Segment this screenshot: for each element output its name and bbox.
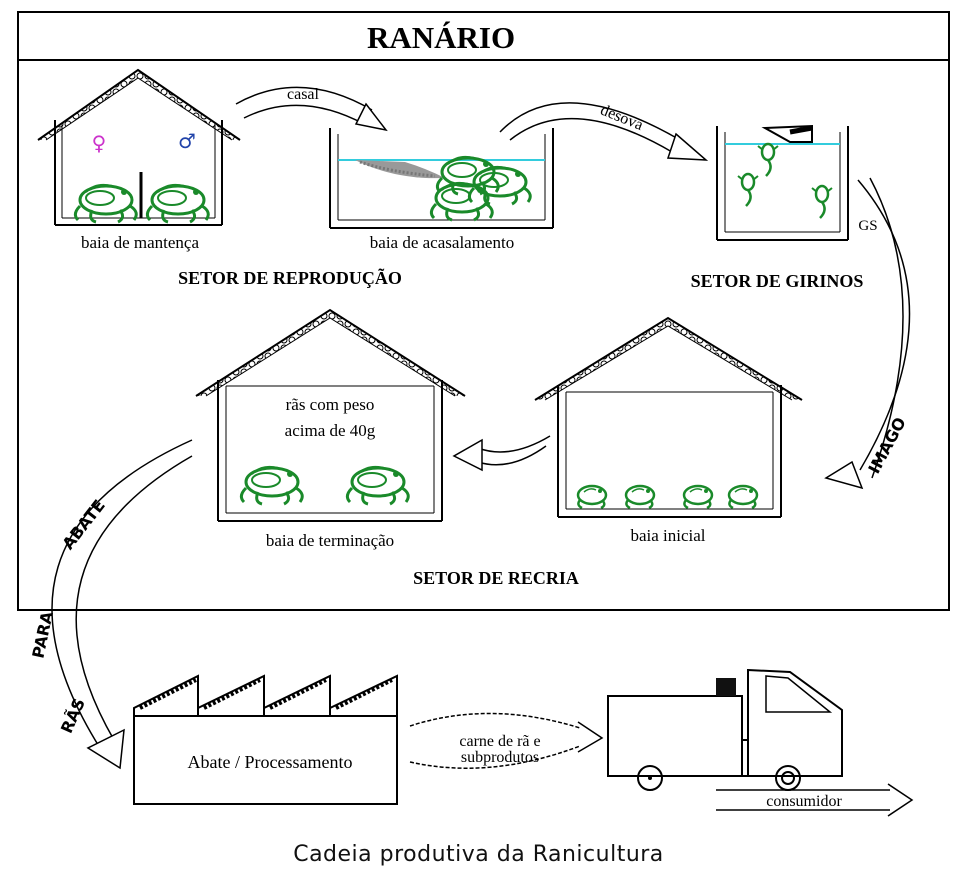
label-setor-girinos: SETOR DE GIRINOS [691,271,864,291]
male-symbol: ♂ [178,129,196,153]
tadpole-1 [756,142,780,178]
label-terminacao-note-2: acima de 40g [285,421,376,440]
arrow-label-para: PARA [28,609,57,660]
frog-inicial-1 [576,484,608,510]
label-setor-reproducao: SETOR DE REPRODUÇÃO [178,267,402,288]
arrow-abate-para-ras [51,439,193,770]
arrow-label-consumidor: consumidor [766,793,842,810]
figure-caption: Cadeia produtiva da Ranicultura [293,842,664,867]
label-gs: GS [858,218,877,234]
truck [607,668,843,791]
house-terminacao [195,308,466,522]
frog-male [145,183,210,224]
label-setor-recria: SETOR DE RECRIA [413,568,579,588]
arrow-casal [235,86,388,132]
arrow-label-imago: IMAGO [864,414,909,477]
tank-girinos [716,124,849,241]
frog-female [73,183,138,224]
arrow-label-casal: casal [287,86,320,103]
diagram-title: RANÁRIO [367,20,515,55]
house-mantenca [37,68,241,226]
arrow-consumidor [716,783,914,817]
label-baia-terminacao: baia de terminação [266,531,394,550]
arrow-inicial-terminacao [452,435,551,472]
tadpole-3 [810,184,834,220]
frog-terminacao-2 [345,465,410,506]
house-inicial [534,316,803,518]
frog-inicial-4 [727,484,759,510]
arrow-desova [499,102,709,161]
arrow-label-abate: ABATE [58,496,108,553]
label-baia-acasalamento: baia de acasalamento [370,233,514,252]
arrow-label-carne-1: carne de rã e [459,733,540,750]
factory-abate [133,674,398,805]
frog-terminacao-1 [239,465,304,506]
ranario-frame [17,11,950,611]
frog-inicial-3 [682,484,714,510]
frog-couple-3 [429,181,494,222]
label-terminacao-note-1: rãs com peso [286,395,375,414]
arrow-label-ras: RÃS [57,695,89,736]
tadpole-2 [736,172,760,208]
arrow-carne [409,712,604,769]
arrow-label-carne-2: subprodutos [461,749,539,766]
tank-acasalamento [329,128,554,229]
label-baia-inicial: baia inicial [630,526,705,545]
label-baia-mantenca: baia de mantença [81,233,199,252]
arrow-label-desova: desova [598,102,646,134]
frog-couple-1 [435,155,500,196]
label-abate-processamento: Abate / Processamento [188,752,353,772]
frog-inicial-2 [624,484,656,510]
arrow-imago [824,177,911,490]
female-symbol: ♀ [92,131,107,155]
